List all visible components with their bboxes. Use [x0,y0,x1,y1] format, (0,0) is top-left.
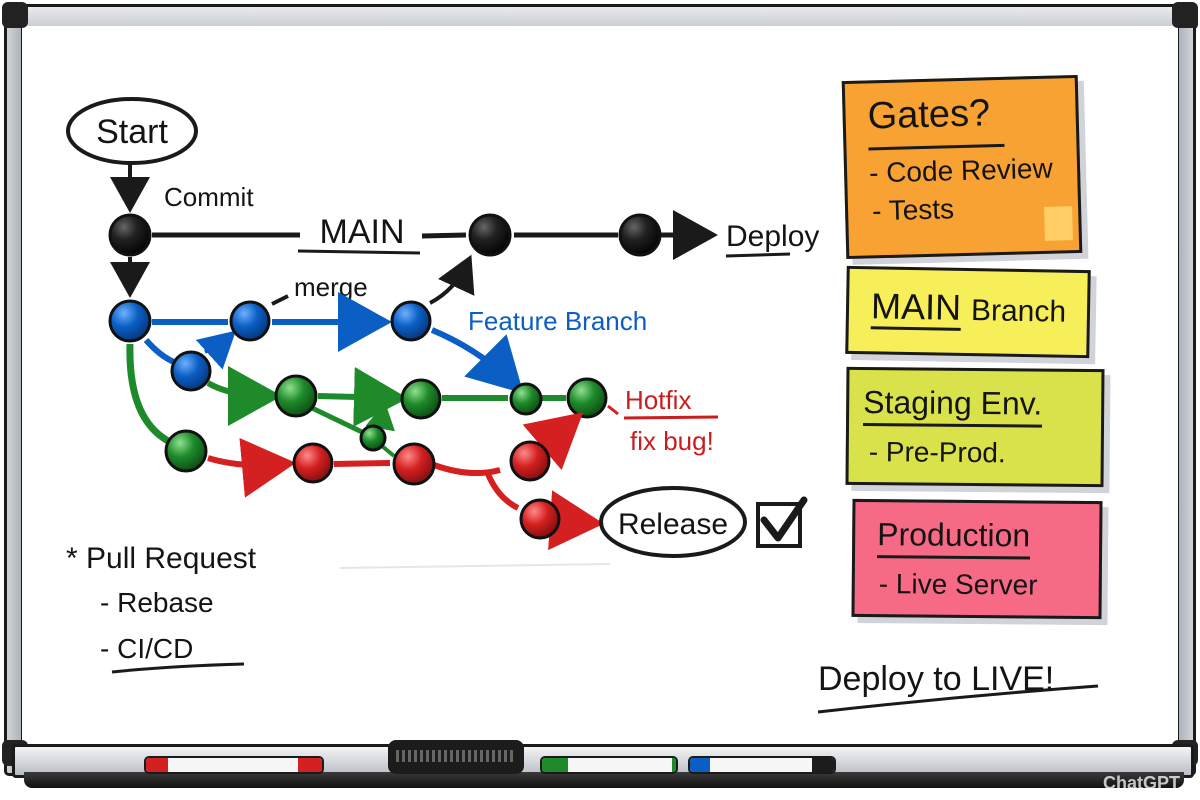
gates-item: - Code Review [868,152,1054,189]
hotfix-note: fix bug! [630,426,714,456]
hotfix-commit-node [509,440,551,482]
feature-branch-label: Feature Branch [468,306,647,336]
blue-marker-end [812,758,834,772]
start-label: Start [96,113,168,151]
hotfix-commit-node [392,442,436,486]
hotfix-branch-line [485,472,520,511]
release-label: Release [618,508,728,541]
feature-commit-node [108,299,152,343]
frame-corner-top-left [2,2,28,28]
staging-title: Staging Env. [863,384,1043,428]
sticky-note-fold [1044,206,1073,241]
main-branch-title-rest: Branch [970,294,1067,329]
sticky-note-staging: Staging Env. - Pre-Prod. [845,366,1105,488]
develop-commit-node [400,378,442,420]
main-label: MAIN [320,213,405,251]
sticky-note-main-branch: MAIN Branch [845,265,1091,359]
hotfix-commit-node [519,498,561,540]
green-marker[interactable] [540,756,678,774]
marker-tray-lip [24,772,1184,788]
production-title: Production [877,516,1031,560]
gates-item: - Tests [871,193,955,227]
pull-request-title: * Pull Request [66,542,257,575]
production-item: - Live Server [878,568,1038,601]
green-marker-cap [542,758,568,772]
blue-marker-cap [690,758,710,772]
main-line-segment [421,232,467,239]
hotfix-to-release-arrow [548,490,604,551]
merge-dash [271,294,289,306]
eraser[interactable] [388,740,524,774]
develop-commit-node [274,374,318,418]
main-commit-node [468,213,512,257]
develop-branch-line [310,405,364,435]
hotfix-branch-line [432,462,501,476]
develop-branch-arrow [206,365,282,426]
sticky-note-production: Production - Live Server [851,498,1103,620]
develop-branch-line [380,444,396,458]
checkmark-icon [760,496,808,542]
hotfix-branch-arrow [207,437,296,498]
red-marker-cap [146,758,168,772]
hotfix-pointer [607,404,619,416]
feature-branch-arrow [195,330,236,370]
main-label-underline [297,249,421,255]
watermark: ChatGPT [1102,773,1180,793]
deploy-label: Deploy [726,220,819,253]
deploy-underline [725,252,791,258]
green-marker-end [672,758,676,772]
merge-label: merge [294,272,368,302]
main-branch-title: MAIN Branch [870,285,1067,331]
sticky-note-gates: Gates? - Code Review - Tests [841,74,1083,260]
feature-commit-node [390,300,432,342]
red-marker-end [298,758,322,772]
develop-commit-node [359,424,387,452]
hotfix-commit-node [292,442,334,484]
hotfix-underline [623,415,719,420]
develop-commit-node [509,382,543,416]
red-marker[interactable] [144,756,324,774]
pull-request-item: - Rebase [100,587,214,618]
staging-item: - Pre-Prod. [868,436,1006,469]
main-commit-node [618,213,662,257]
feature-commit-node [229,300,271,342]
pull-request-item: - CI/CD [100,633,193,664]
hotfix-branch-line [333,460,391,467]
release-oval [599,486,747,558]
main-commit-node [108,213,152,257]
board-reflection [339,563,611,569]
gates-underline [868,143,1005,151]
frame-corner-top-right [1172,2,1198,28]
develop-branch-line [126,343,172,446]
develop-branch-arrow [317,366,408,427]
feature-commit-node [170,350,212,392]
hotfix-to-develop-arrow [522,412,584,471]
commit-label: Commit [164,182,254,212]
slogan-underline [817,684,1099,714]
main-branch-title-main: MAIN [870,285,962,331]
develop-commit-node [164,429,208,473]
ci-cd-underline [111,662,245,674]
blue-marker[interactable] [688,756,836,774]
develop-commit-node [566,377,608,419]
release-checkbox[interactable] [756,502,802,548]
feature-branch-line [143,338,176,365]
develop-branch-arrow [365,402,396,432]
hotfix-label: Hotfix [625,385,691,415]
feature-merge-to-main-arrow [429,254,475,305]
feature-to-develop-arrow [430,327,524,394]
gates-title: Gates? [867,92,991,138]
start-oval [66,97,198,165]
